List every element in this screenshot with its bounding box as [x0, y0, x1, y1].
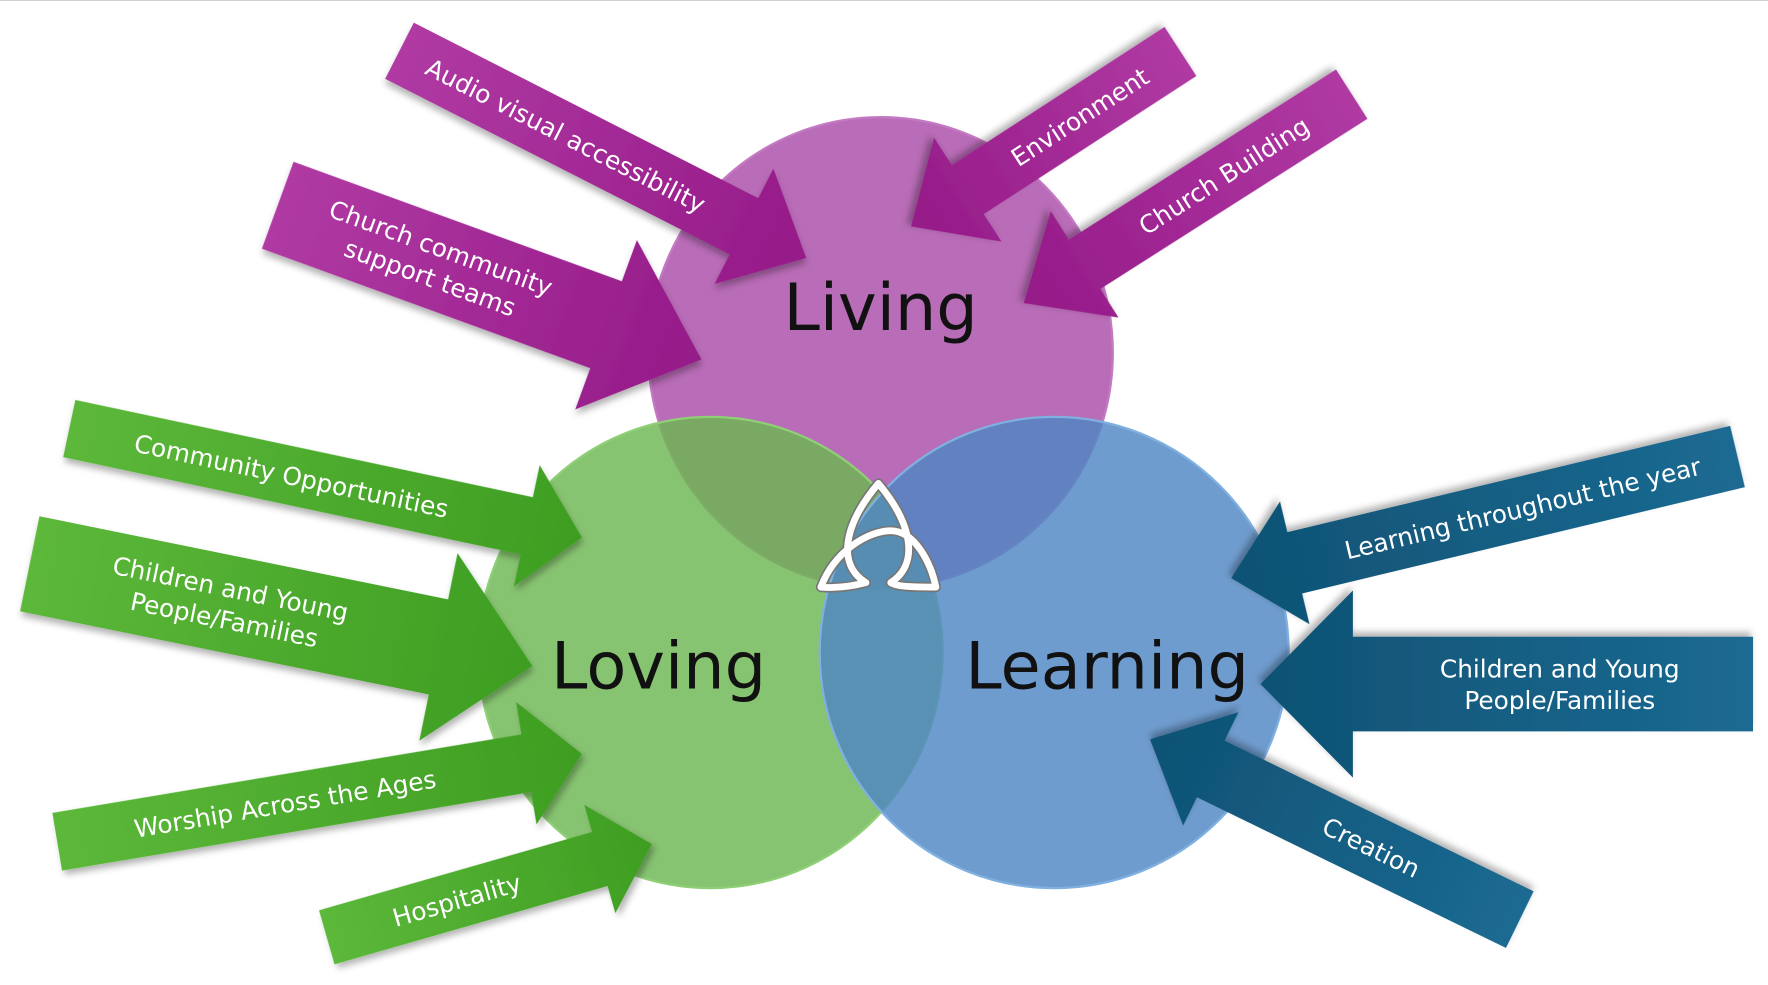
arrow-label: Church Building — [1134, 111, 1315, 241]
arrow-shape — [911, 26, 1197, 242]
trinity-knot-icon — [815, 478, 941, 593]
arrow-shape — [318, 804, 652, 965]
arrow-shape — [1231, 425, 1745, 625]
arrow-shape — [1260, 590, 1754, 778]
arrow-shape — [52, 702, 582, 871]
arrow-shape — [20, 516, 533, 741]
arrow-learning-throughout-the-year: Learning throughout the year — [1231, 425, 1745, 625]
living-label: Living — [783, 270, 977, 346]
arrow-shape — [63, 399, 582, 587]
arrow-shape — [261, 161, 702, 410]
loving-label: Loving — [551, 629, 766, 705]
arrow-label: Children and Young — [1440, 654, 1680, 683]
arrow-label: Audio visual accessibility — [421, 53, 710, 219]
arrow-children-young-people-families-loving: Children and Young People/Families — [20, 516, 533, 741]
arrow-label: People/Families — [1464, 686, 1655, 715]
arrow-shape — [1150, 712, 1534, 948]
arrow-children-young-people-families-learning: Children and Young People/Families — [1260, 590, 1754, 778]
learning-label: Learning — [965, 629, 1249, 705]
arrow-shape — [1023, 69, 1368, 318]
arrow-shape — [385, 22, 807, 285]
